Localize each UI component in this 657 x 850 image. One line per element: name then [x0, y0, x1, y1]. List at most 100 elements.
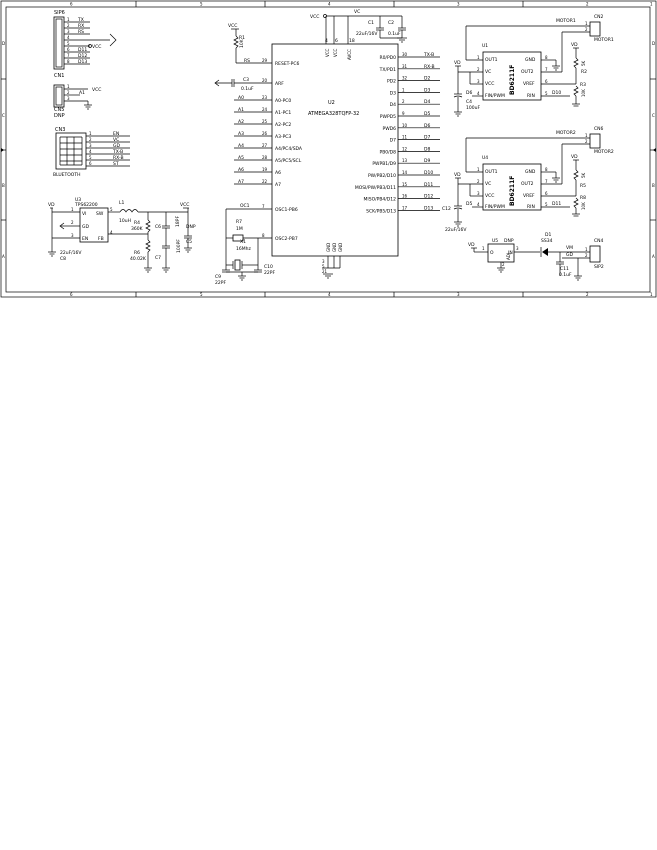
- c12-ref-label: C12: [442, 206, 451, 212]
- col-label-top-1: 1: [650, 2, 653, 7]
- mcu-top-num-2: 6: [335, 38, 338, 44]
- u1-pin-vcc: VCC: [485, 81, 494, 87]
- mcu-pin-num-osc2-pb7: 8: [262, 233, 265, 238]
- u5-num-3: 3: [516, 246, 519, 251]
- c4-value-label: 100uF: [466, 105, 480, 111]
- row-label-left-d: D: [2, 41, 5, 46]
- cn4-pin-2: 2: [585, 253, 588, 258]
- mcu-net-d4: D4: [424, 99, 430, 105]
- u4-num-7: 7: [545, 179, 548, 184]
- mcu-pin-num-reset-pc6: 29: [262, 58, 268, 63]
- mcu-net-a3-pc3: A3: [238, 131, 244, 137]
- mcu-pin-pb0-d8: PB0/D8: [379, 149, 396, 155]
- c10-ref-label: C10: [264, 264, 273, 270]
- cn3-net-st: ST: [113, 161, 119, 167]
- r3-value-label: 10K: [581, 89, 586, 97]
- vm-net-label: VM: [566, 245, 573, 251]
- schematic-sheet: 6 5 4 3 2 1 6 5 4 3 2 1 D C B A D C B A …: [0, 0, 657, 300]
- c11-value-label: 0.1uF: [559, 272, 572, 278]
- cn3-pin-3: 3: [89, 143, 92, 148]
- cn3-pin-5: 5: [89, 155, 92, 160]
- c8-value-label: 22uF/16V: [60, 250, 82, 256]
- ground-icon: [397, 37, 407, 43]
- gd-net-label: GD: [566, 252, 573, 258]
- cn4-type-label: SIP2: [594, 264, 604, 270]
- c1-value-label: 22uF/16V: [356, 31, 378, 37]
- mcu-net-mosi-pw-pb3-d11: D11: [424, 182, 433, 188]
- r8-value-label: 10K: [581, 202, 586, 210]
- u1-num-8: 8: [545, 55, 548, 60]
- reset-net-label: RS: [244, 58, 250, 64]
- mcu-pin-num-a3-pc3: 26: [262, 131, 268, 136]
- u1-num-6: 6: [545, 79, 548, 84]
- cn1-net-vcc: VCC: [92, 44, 101, 50]
- mcu-pin-num-d7: 11: [402, 135, 408, 140]
- col-label-top-3: 3: [457, 2, 460, 7]
- regulator-u5: VD U5 DNP O ADJ IN 1 2 3 D1 SS34 VM GD C…: [468, 232, 604, 281]
- mcu-pin-num-pw-pb2-d10: 14: [402, 170, 408, 175]
- r7-ref-label: R7: [236, 219, 242, 225]
- mcu-pin-num-a4-pc4-sda: 27: [262, 143, 268, 148]
- mcu-pin-r0-pd0: R0/PD0: [379, 55, 396, 61]
- row-label-right-a: A: [652, 254, 655, 259]
- mcu-pin-num-a0-pc0: 23: [262, 95, 268, 100]
- u4-pin-vcc: VCC: [485, 193, 494, 199]
- u4-vref-vd-label: VD: [571, 154, 578, 160]
- u4-body: [482, 163, 542, 211]
- r2-ref-label: R2: [581, 69, 587, 75]
- ground-arrow-icon: [109, 33, 117, 47]
- cn6-pin-2: 2: [585, 139, 588, 144]
- mcu-net-a6: A6: [238, 167, 244, 173]
- cn2-ref-label: CN2: [594, 14, 604, 20]
- mcu-pin-pwd6: PWD6: [383, 126, 397, 132]
- cn5-pin-3: 3: [67, 96, 70, 101]
- mcu-pin-num-a2-pc2: 25: [262, 119, 268, 124]
- ground-icon: [238, 275, 246, 281]
- mcu-pin-a5-pc5-scl: A5/PC5/SCL: [275, 158, 302, 164]
- cn1-ref-label: CN1: [54, 73, 64, 79]
- cn6-pin-1: 1: [585, 133, 588, 138]
- u5-pin-o: O: [490, 250, 494, 256]
- mcu-pin-pwpd5: PWPD5: [380, 114, 396, 120]
- r3-ref-label: R3: [580, 82, 586, 88]
- c6-ref-label: C6: [155, 224, 161, 230]
- c9-ref-label: C9: [215, 274, 221, 280]
- x1-value-label: 16Mhz: [236, 246, 251, 252]
- cn1-net-d13: D13: [78, 59, 87, 65]
- cn5-net-vcc: VCC: [92, 87, 101, 93]
- ground-icon: [184, 247, 192, 253]
- row-label-right-d: D: [652, 41, 655, 46]
- mcu-net-pw-pb2-d10: D10: [424, 170, 433, 176]
- mcu-net-a4-pc4-sda: A4: [238, 143, 244, 149]
- mcu-pin-num-mosi-pw-pb3-d11: 15: [402, 182, 408, 187]
- mcu-pin-d4: D4: [390, 102, 396, 108]
- d1-ref-label: D1: [545, 232, 551, 238]
- mcu-pin-reset-pc6: RESET-PC6: [275, 61, 299, 67]
- ground-icon: [48, 251, 56, 257]
- mcu-net-sck-pb5-d13: D13: [424, 205, 433, 211]
- c10-value-label: 22PF: [264, 270, 275, 276]
- mcu-pin-a1-pc1: A1-PC1: [275, 110, 291, 116]
- cn1-net-d12: D12: [78, 53, 87, 59]
- mcu-pin-pw-pb2-d10: PW/PB2/D10: [368, 173, 396, 179]
- mcu-top-num-1: 4: [325, 38, 328, 44]
- mcu-pin-num-a1-pc1: 24: [262, 107, 268, 112]
- u1-part-label: BD6211F: [509, 65, 516, 95]
- mcu-pin-num-a5-pc5-scl: 28: [262, 155, 268, 160]
- u3-pin-num-4: 4: [110, 230, 113, 235]
- cn1-pin-7: 7: [67, 53, 70, 58]
- u4-num-1: 1: [477, 167, 480, 172]
- c2-ref-label: C2: [388, 20, 394, 26]
- mcu-pin-num-tx-pd1: 31: [402, 64, 408, 69]
- motor-driver-u4: U4 OUT1 VC VCC FIN/PWM GND OUT2 VREF RIN…: [442, 126, 614, 233]
- u3-pin-num-3: 3: [71, 233, 74, 238]
- connector-cn1: SIP6 CN1 1 2 3 4 5 6 7 8 TX RX RS VCC D1…: [53, 10, 117, 79]
- cn1-pin-8: 8: [67, 59, 70, 64]
- l1-value-label: 10uH: [119, 218, 131, 224]
- mcu-pin-num-osc1-pb6: 7: [262, 204, 265, 209]
- u1-d10-label: D10: [552, 90, 561, 96]
- x1-ref-label: X1: [240, 239, 246, 245]
- crystal-circuit: OC1 R7 1M X1 16Mhz C9 22PF C10 22PF: [215, 203, 275, 286]
- cn3-net-rx-b: RX-B: [113, 155, 124, 161]
